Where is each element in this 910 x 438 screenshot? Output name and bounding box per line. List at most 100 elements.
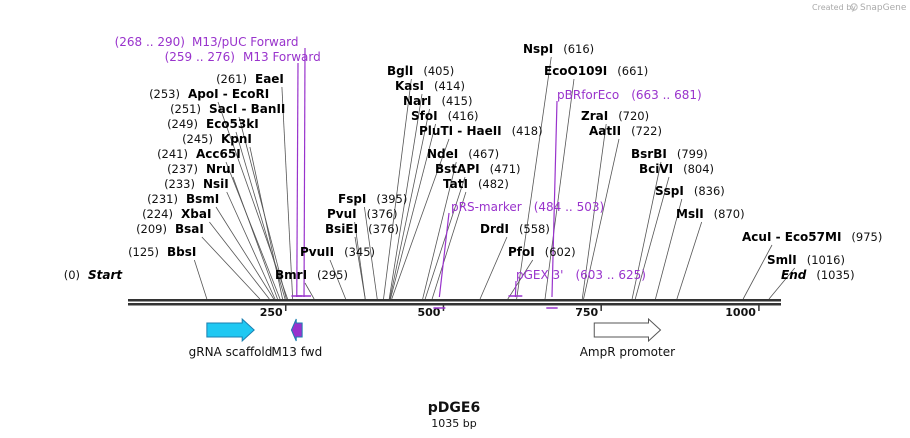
primer-leader-line: [551, 100, 558, 298]
site-leader-line: [634, 176, 670, 300]
site-leader-line: [201, 236, 261, 300]
site-leader-line: [676, 221, 703, 300]
site-name: Eco53kI: [206, 117, 259, 131]
site-name: NdeI: [427, 147, 458, 161]
site-name: End: [781, 268, 807, 282]
credit-created-by: Created by: [812, 3, 856, 12]
feature-arrow-icon: [206, 317, 255, 343]
backbone-bottom-strand: [128, 303, 781, 306]
site-bmri: BmrI(295): [275, 268, 348, 282]
site-apoi-ecori: ApoI - EcoRI (253): [149, 87, 269, 101]
site-position: (376): [368, 222, 399, 236]
site-end: End (1035): [781, 268, 855, 282]
site-name: NarI: [403, 94, 432, 108]
site-position: (975): [851, 230, 882, 244]
site-name: MslI: [676, 207, 704, 221]
site-position: (376): [367, 207, 398, 221]
site-position: (467): [468, 147, 499, 161]
site-name: XbaI: [181, 207, 211, 221]
site-name: EcoO109I: [544, 64, 607, 78]
primer-leader-line: [303, 47, 306, 298]
site-ecoo109i: EcoO109I (661): [544, 64, 648, 78]
site-bsrbi: BsrBI(799): [631, 147, 708, 161]
site-name: SfoI: [411, 109, 438, 123]
site-position: (233): [164, 177, 195, 191]
site-name: AcuI - Eco57MI: [742, 230, 841, 244]
site-position: (237): [167, 162, 198, 176]
feature-grna-scaffold: gRNA scaffold: [189, 317, 272, 359]
site-leader-line: [215, 206, 275, 300]
site-position: (253): [149, 87, 180, 101]
site-bstapi: BstAPI(471): [435, 162, 521, 176]
primer-m13-puc-forward: M13/pUC Forward(268 .. 290): [115, 35, 311, 298]
site-leader-line: [193, 259, 208, 300]
site-name: BbsI: [167, 245, 196, 259]
site-name: ZraI: [581, 109, 608, 123]
site-position: (345): [344, 245, 375, 259]
site-position: (251): [170, 102, 201, 116]
site-position: (1016): [807, 253, 845, 267]
site-leaders: [193, 56, 796, 300]
primer-pbrforeco: pBRforEco(663 .. 681): [546, 88, 702, 309]
site-leader-line: [235, 131, 286, 300]
site-leader-line: [217, 101, 288, 300]
feature-arrow-icon: [593, 317, 662, 343]
primer-leader-line: [438, 212, 450, 298]
site-position: (661): [617, 64, 648, 78]
primer-range: (259 .. 276): [165, 50, 235, 64]
site-name: BmrI: [275, 268, 307, 282]
primer-name: pRS-marker: [451, 200, 522, 214]
site-name: Acc65I: [196, 147, 241, 161]
site-leader-line: [209, 221, 270, 300]
site-msli: MslI(870): [676, 207, 745, 221]
site-name: PvuI: [327, 207, 357, 221]
site-leader-line: [226, 191, 276, 300]
site-sspi: SspI(836): [655, 184, 725, 198]
site-pluti-haeii: PluTI - HaeII (418): [419, 124, 543, 138]
site-pvuii: PvuII(345): [300, 245, 375, 259]
site-position: (209): [136, 222, 167, 236]
primer-prs-marker: pRS-marker (484 .. 503): [433, 200, 604, 309]
site-leader-line: [354, 221, 366, 300]
site-fspi: FspI(395): [338, 192, 407, 206]
primer-m13-forward: M13 Forward(259 .. 276): [165, 50, 321, 298]
site-eaei: EaeI(261): [216, 72, 284, 86]
site-leader-line: [391, 138, 450, 300]
site-leader-line: [655, 198, 683, 300]
tick-label: 500: [417, 306, 440, 319]
site-position: (418): [512, 124, 543, 138]
site-bsmi: BsmI(231): [147, 192, 219, 206]
site-leader-line: [329, 259, 347, 300]
site-name: ApoI - EcoRI: [188, 87, 269, 101]
snapgene-logo-icon: [850, 3, 858, 11]
site-name: BsaI: [175, 222, 204, 236]
site-leader-line: [390, 123, 436, 300]
site-name: DrdI: [480, 222, 509, 236]
site-name: NruI: [206, 162, 235, 176]
site-leader-line: [281, 86, 294, 300]
site-name: TatI: [443, 177, 468, 191]
site-name: PluTI - HaeII: [419, 124, 502, 138]
site-leader-line: [768, 267, 796, 300]
site-position: (261): [216, 72, 247, 86]
site-name: KpnI: [221, 132, 252, 146]
site-kpni: KpnI (245): [182, 132, 252, 146]
site-position: (405): [423, 64, 454, 78]
site-position: (722): [631, 124, 662, 138]
site-name: BciVI: [639, 162, 673, 176]
site-name: Start: [88, 268, 123, 282]
site-position: (1035): [816, 268, 854, 282]
site-leader-line: [544, 78, 575, 300]
site-bsiei: BsiEI(376): [325, 222, 399, 236]
site-name: AatII: [589, 124, 621, 138]
primer-range: (484 .. 503): [534, 200, 604, 214]
site-leader-line: [583, 138, 620, 300]
site-leader-line: [388, 93, 423, 300]
site-leader-line: [389, 108, 430, 300]
credit-brand: SnapGene: [860, 3, 907, 13]
site-name: NsiI: [203, 177, 229, 191]
site-position: (245): [182, 132, 213, 146]
site-leader-line: [422, 161, 457, 300]
site-smli: SmlI(1016): [767, 253, 845, 267]
